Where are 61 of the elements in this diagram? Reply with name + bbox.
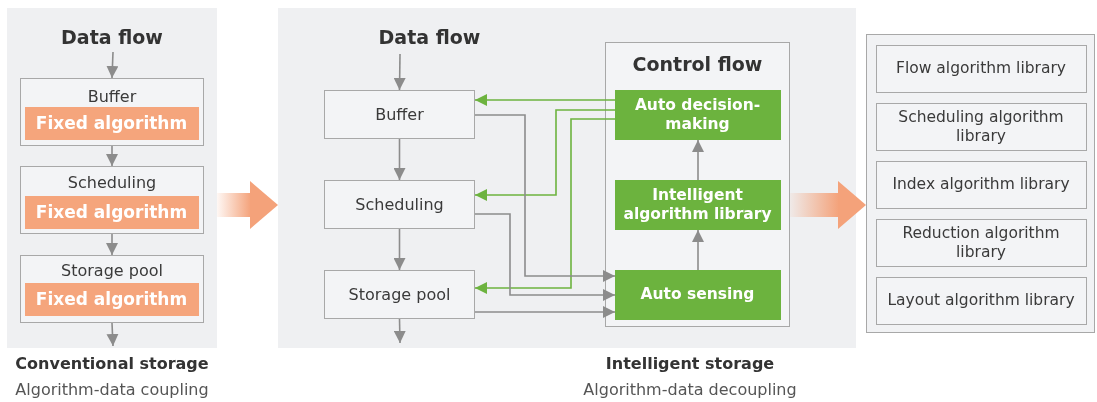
panel-label: Conventional storage xyxy=(15,354,209,373)
connector-arrow xyxy=(393,53,406,91)
box-label: Scheduling algorithm library xyxy=(897,107,1065,146)
library-box xyxy=(875,160,1087,209)
connector-arrow xyxy=(474,109,616,201)
storage-panel xyxy=(278,8,856,348)
box-label: Storage pool xyxy=(348,284,451,305)
box-heading: Control flow xyxy=(631,53,764,76)
control-flow-box xyxy=(605,42,790,327)
box-label: Scheduling xyxy=(355,194,444,215)
process-box xyxy=(20,166,204,234)
storage-panel xyxy=(7,8,217,348)
panel-sublabel: Algorithm-data coupling xyxy=(15,380,209,399)
process-box xyxy=(324,270,475,319)
connector-arrow xyxy=(474,94,616,106)
library-panel xyxy=(866,34,1095,333)
transition-arrow xyxy=(217,181,278,229)
box-label: Auto decision-making xyxy=(633,95,762,134)
box-label: Index algorithm library xyxy=(892,175,1070,194)
box-label: Storage pool xyxy=(60,261,164,281)
box-label: Auto sensing xyxy=(640,285,755,304)
connector-arrow xyxy=(474,306,616,318)
library-box xyxy=(875,276,1087,325)
process-box xyxy=(324,90,475,139)
process-box xyxy=(324,180,475,229)
box-label: Buffer xyxy=(375,104,424,125)
algorithm-label: Fixed algorithm xyxy=(35,112,188,134)
control-step-box xyxy=(614,89,781,140)
algorithm-label: Fixed algorithm xyxy=(35,288,188,310)
box-label: Reduction algorithm library xyxy=(901,223,1061,262)
connector-arrow xyxy=(692,229,704,271)
connector-arrow xyxy=(106,233,118,256)
box-label: Layout algorithm library xyxy=(887,291,1075,310)
library-box xyxy=(875,218,1087,267)
algorithm-bar xyxy=(24,195,199,229)
algorithm-bar xyxy=(24,282,199,316)
library-box xyxy=(875,44,1087,93)
control-step-box xyxy=(614,269,781,320)
connector-arrow xyxy=(393,318,406,344)
connector-arrow xyxy=(106,145,118,167)
connector-arrow xyxy=(106,322,119,347)
panel-label: Intelligent storage xyxy=(605,354,775,373)
connector-arrow xyxy=(692,139,704,181)
connector-arrow xyxy=(106,51,119,79)
connector-arrow xyxy=(393,138,406,181)
box-label: Intelligent algorithm library xyxy=(622,185,773,224)
library-box xyxy=(875,102,1087,151)
box-label: Flow algorithm library xyxy=(896,59,1066,78)
panel-heading: Data flow xyxy=(377,26,482,49)
connector-arrow xyxy=(474,213,616,301)
process-box xyxy=(20,78,204,146)
algorithm-bar xyxy=(24,106,199,140)
box-label: Buffer xyxy=(86,87,138,107)
process-box xyxy=(20,255,204,323)
algorithm-label: Fixed algorithm xyxy=(35,201,188,223)
box-label: Scheduling xyxy=(66,173,158,193)
control-step-box xyxy=(614,179,781,230)
connector-arrow xyxy=(393,228,406,271)
panel-heading: Data flow xyxy=(60,26,164,49)
transition-arrow xyxy=(790,181,866,229)
panel-sublabel: Algorithm-data decoupling xyxy=(583,380,797,399)
